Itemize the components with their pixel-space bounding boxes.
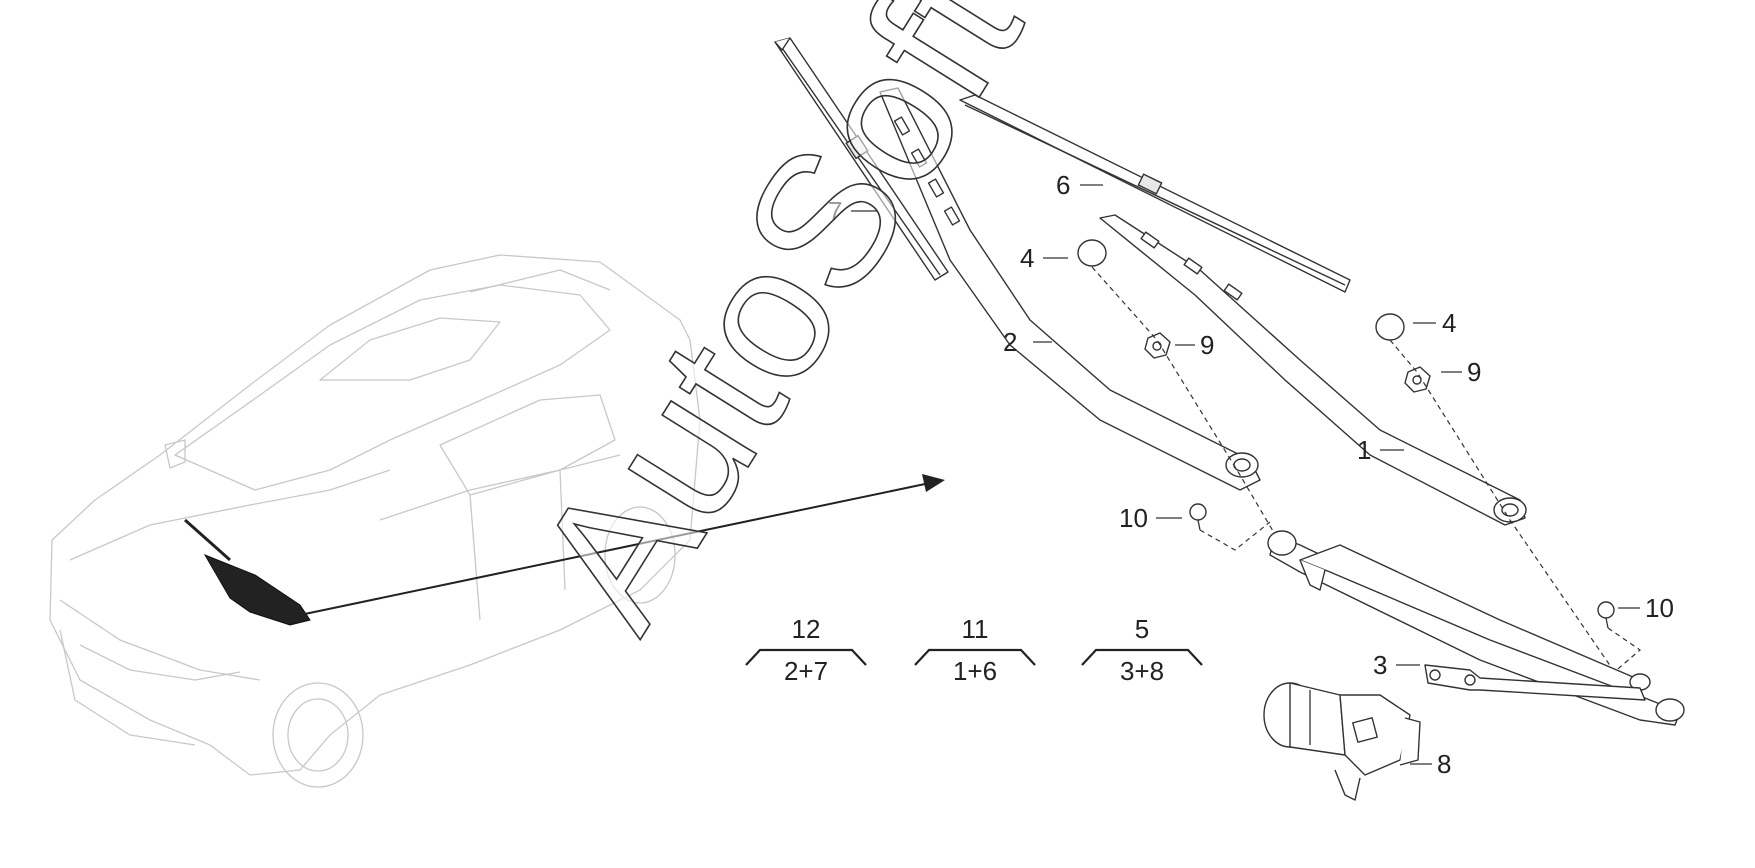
callout-8: 8 <box>1437 749 1451 779</box>
callout-10-left: 10 <box>1119 503 1148 533</box>
nut-9-left <box>1144 332 1171 359</box>
group-5-number: 5 <box>1135 614 1149 644</box>
callout-2: 2 <box>1003 327 1017 357</box>
group-11-members: 1+6 <box>953 656 997 686</box>
pointer-arrow <box>299 474 945 616</box>
crank-link-3 <box>1424 664 1646 701</box>
wiper-linkage <box>1267 530 1685 726</box>
leaders <box>851 184 1640 765</box>
wiper-arm-2 <box>879 87 1261 491</box>
callout-1: 1 <box>1357 435 1371 465</box>
callout-7: 7 <box>828 196 842 226</box>
group-5-members: 3+8 <box>1120 656 1164 686</box>
group-11: 11 1+6 <box>914 614 1036 686</box>
group-12-number: 12 <box>792 614 821 644</box>
callout-4-right: 4 <box>1442 308 1456 338</box>
cap-4-left <box>1077 239 1107 267</box>
group-5: 5 3+8 <box>1081 614 1203 686</box>
autosoft-watermark: AutoSoft <box>494 0 1062 663</box>
cap-4-right <box>1375 313 1405 341</box>
group-12: 12 2+7 <box>745 614 867 686</box>
callout-9-left: 9 <box>1200 330 1214 360</box>
nut-9-right <box>1404 366 1431 393</box>
wiper-blade-7 <box>774 37 949 281</box>
assembly-lines <box>1091 266 1641 681</box>
wiper-blade-6 <box>959 94 1351 293</box>
watermark-text: AutoSoft <box>495 0 1061 662</box>
callout-4-left: 4 <box>1020 243 1034 273</box>
bolt-10-left <box>1189 503 1207 531</box>
callout-10-right: 10 <box>1645 593 1674 623</box>
vehicle-outline <box>49 254 701 788</box>
bolt-10-right <box>1597 601 1615 629</box>
group-11-number: 11 <box>962 614 989 644</box>
callout-3: 3 <box>1373 650 1387 680</box>
wiper-arm-1 <box>1099 214 1527 526</box>
wiper-motor-8 <box>1263 682 1421 801</box>
group-12-members: 2+7 <box>784 656 828 686</box>
callout-6: 6 <box>1056 170 1070 200</box>
callout-9-right: 9 <box>1467 357 1481 387</box>
